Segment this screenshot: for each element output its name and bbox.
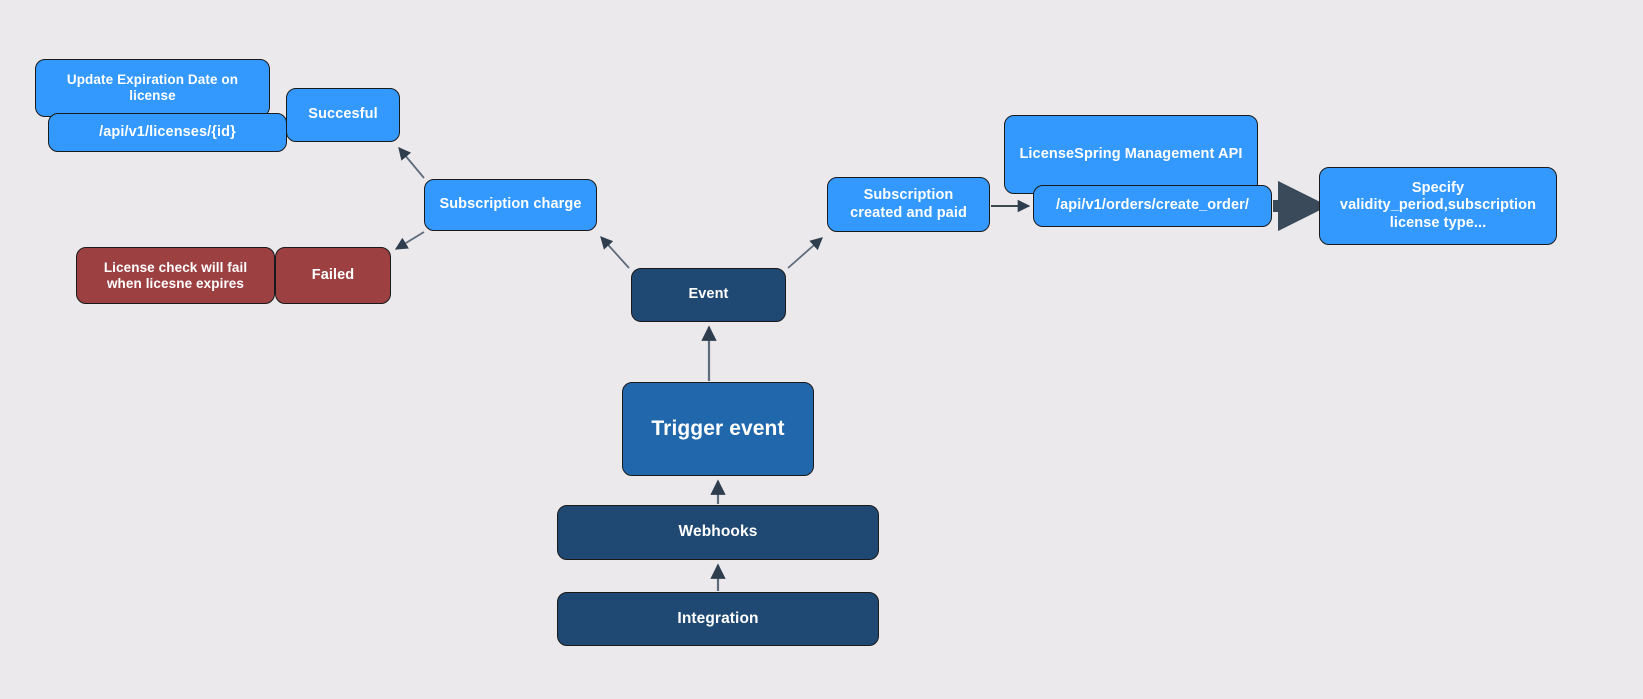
node-trigger-event[interactable]: Trigger event [622, 382, 814, 476]
node-licensespring-management-api[interactable]: LicenseSpring Management API [1004, 115, 1258, 194]
edge-subscription-charge-to-succesful [398, 147, 425, 179]
node-webhooks[interactable]: Webhooks [557, 505, 879, 560]
node-specify-validity-period[interactable]: Specify validity_period,subscription lic… [1319, 167, 1557, 245]
node-integration[interactable]: Integration [557, 592, 879, 646]
node-create-order-endpoint[interactable]: /api/v1/orders/create_order/ [1033, 185, 1272, 227]
node-update-expiration-date[interactable]: Update Expiration Date on license [35, 59, 270, 117]
node-succesful[interactable]: Succesful [286, 88, 400, 142]
node-licenses-endpoint[interactable]: /api/v1/licenses/{id} [48, 113, 287, 152]
node-license-check-fail[interactable]: License check will fail when licesne exp… [76, 247, 275, 304]
node-failed[interactable]: Failed [275, 247, 391, 304]
node-subscription-created-and-paid[interactable]: Subscription created and paid [827, 177, 990, 232]
edge-event-to-subscription-created [787, 237, 823, 269]
node-subscription-charge[interactable]: Subscription charge [424, 179, 597, 231]
edge-event-to-subscription-charge [600, 236, 630, 269]
node-event[interactable]: Event [631, 268, 786, 322]
edge-subscription-charge-to-failed [394, 231, 425, 250]
